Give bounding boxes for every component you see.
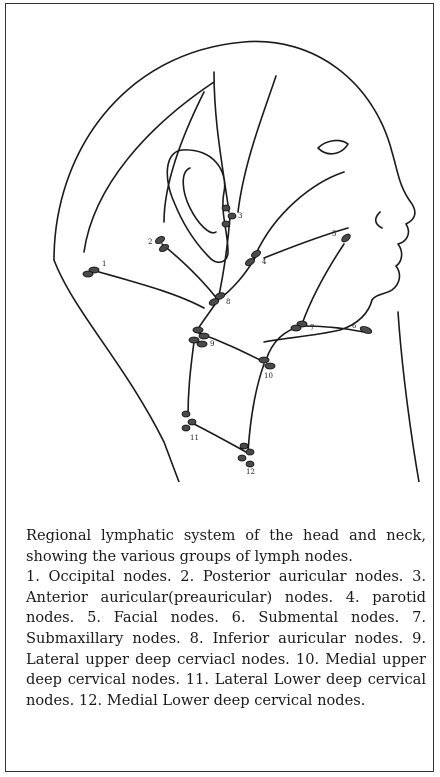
node-label-5: 5 xyxy=(332,230,336,238)
node-cluster-8 xyxy=(208,291,225,306)
channel-preauricular xyxy=(218,217,230,300)
channel-occipital xyxy=(92,270,204,308)
node-label-2: 2 xyxy=(148,238,152,246)
channel-deep-2 xyxy=(188,342,194,416)
ear-outline xyxy=(167,150,228,262)
node-label-8: 8 xyxy=(226,298,230,306)
channel-posterior xyxy=(162,244,218,300)
node-label-12: 12 xyxy=(246,468,255,476)
neck-back xyxy=(54,260,179,482)
node-cluster-4 xyxy=(244,249,262,267)
ear-inner xyxy=(183,168,216,233)
node-cluster-1 xyxy=(83,267,99,277)
caption-summary: Regional lymphatic system of the head an… xyxy=(26,526,426,567)
node-cluster-12 xyxy=(238,443,254,467)
channel-facial xyxy=(302,244,344,324)
eye-outline xyxy=(318,141,348,154)
illustration-svg: 1 2 3 4 5 6 7 8 9 10 11 12 xyxy=(14,12,426,482)
node-cluster-6 xyxy=(359,325,372,335)
node-label-10: 10 xyxy=(264,372,273,380)
node-label-4: 4 xyxy=(262,258,267,266)
figure-frame: 1 2 3 4 5 6 7 8 9 10 11 12 Regional lymp… xyxy=(5,3,434,772)
jaw-outline xyxy=(264,300,372,342)
node-label-11: 11 xyxy=(190,434,199,442)
node-label-6: 6 xyxy=(352,322,357,330)
node-cluster-7 xyxy=(291,321,307,331)
node-label-7: 7 xyxy=(310,324,314,332)
figure-caption: Regional lymphatic system of the head an… xyxy=(26,526,426,711)
node-label-3: 3 xyxy=(238,212,242,220)
head-neck-lymph-illustration: 1 2 3 4 5 6 7 8 9 10 11 12 xyxy=(14,12,426,482)
node-cluster-5 xyxy=(340,232,352,243)
scalp-vessel-3 xyxy=(214,72,229,212)
neck-front xyxy=(398,312,419,482)
mouth-outline xyxy=(376,212,382,228)
scalp-vessel-1 xyxy=(84,82,214,252)
node-cluster-10 xyxy=(259,357,275,369)
node-cluster-9 xyxy=(189,327,209,347)
channel-deep-3 xyxy=(248,364,264,452)
node-label-9: 9 xyxy=(210,340,214,348)
head-outline xyxy=(54,41,415,300)
caption-legend: 1. Occipital nodes. 2. Posterior auricul… xyxy=(26,567,426,711)
node-label-1: 1 xyxy=(102,260,106,268)
node-cluster-11 xyxy=(182,411,196,431)
scalp-vessel-4 xyxy=(238,76,276,212)
